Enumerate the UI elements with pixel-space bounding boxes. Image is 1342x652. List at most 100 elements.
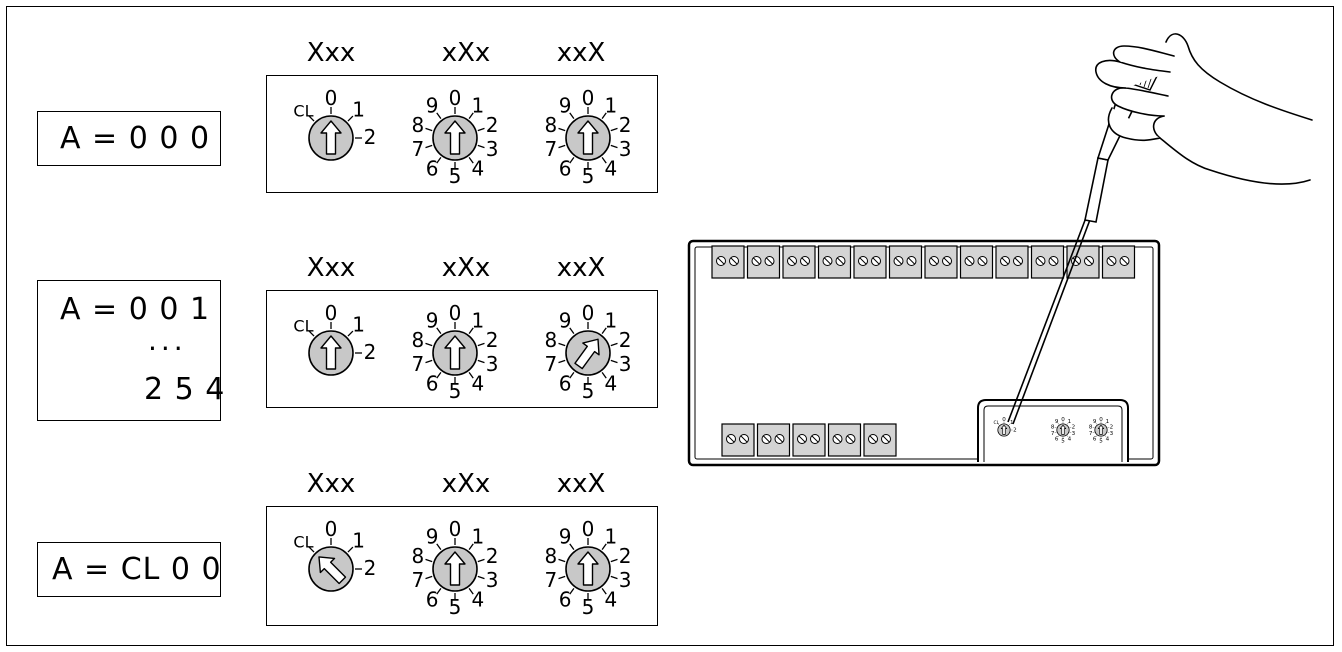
dial-tick [611, 128, 618, 130]
dial-label: 7 [545, 137, 558, 161]
dial-label: 7 [1051, 431, 1055, 437]
dial-label: 2 [364, 556, 377, 580]
dial-label: 5 [449, 164, 462, 188]
dial-tick [426, 128, 433, 130]
terminal-block [961, 246, 993, 278]
dial-tick [478, 343, 485, 345]
dial-label: 9 [1093, 419, 1097, 425]
digit-header-hundreds: Xxx [291, 40, 371, 66]
terminal-screw [907, 257, 916, 266]
dial-label: 9 [559, 308, 572, 332]
address-value: CL 0 0 [121, 552, 222, 587]
terminal-block [758, 424, 790, 456]
dial-label: 7 [545, 352, 558, 376]
dial-label: 0 [449, 517, 462, 541]
dial-label: 3 [1072, 431, 1076, 437]
dial-label: 4 [605, 588, 618, 612]
terminal-screw [943, 257, 952, 266]
terminal-screw [740, 435, 749, 444]
terminal-screw [1049, 257, 1058, 266]
address-prefix: A = [60, 121, 129, 156]
dial-label: 0 [582, 517, 595, 541]
terminal-block [1103, 246, 1135, 278]
switch-panel-1: CL012 0123456789 0123456789 [266, 75, 658, 193]
dial-tick [559, 576, 566, 578]
dial-label: 1 [472, 308, 485, 332]
dial-label: 8 [412, 328, 425, 352]
dial-label: 3 [619, 352, 632, 376]
digit-header-tens: xXx [426, 255, 506, 281]
dial-label: 1 [472, 524, 485, 548]
terminal-block [722, 424, 754, 456]
digit-header-tens: xXx [426, 40, 506, 66]
terminal-block [783, 246, 815, 278]
address-prefix: A = [60, 292, 129, 327]
terminal-block [829, 424, 861, 456]
dial-label: 0 [325, 301, 338, 325]
dial-label: 9 [426, 308, 439, 332]
dial-label: 6 [1093, 437, 1097, 443]
dial-tick [559, 128, 566, 130]
dial-label: 2 [486, 328, 499, 352]
terminal-block [1032, 246, 1064, 278]
terminal-screw [730, 257, 739, 266]
dial-label: 4 [472, 157, 485, 181]
dial-label: CL [293, 532, 313, 551]
dial-label: 7 [412, 352, 425, 376]
address-display-1: A = 0 0 0 [37, 111, 221, 166]
terminal-block [864, 424, 896, 456]
dial-label: 8 [545, 113, 558, 137]
dial-label: 0 [325, 86, 338, 110]
address-display-2: A = 0 0 1 ... 2 5 4 [37, 280, 221, 421]
dial-label: 0 [582, 86, 595, 110]
dial-label: 1 [605, 308, 618, 332]
dial-label: 6 [426, 157, 439, 181]
digit-header-tens: xXx [426, 471, 506, 497]
terminal-screw [801, 257, 810, 266]
dial-tick [611, 145, 618, 147]
terminal-screw [788, 257, 797, 266]
terminal-screw [869, 435, 878, 444]
terminal-screw [836, 257, 845, 266]
bottom-terminal-strip [722, 424, 896, 456]
dial-label: 2 [486, 113, 499, 137]
terminal-screw [717, 257, 726, 266]
dial-label: 5 [582, 379, 595, 403]
dial-tick [478, 128, 485, 130]
dial-label: 5 [582, 595, 595, 619]
dial-label: 3 [619, 568, 632, 592]
dial-label: 8 [412, 544, 425, 568]
dial-label: 1 [352, 528, 365, 552]
dial-label: 4 [605, 157, 618, 181]
dial-tick [559, 343, 566, 345]
dial-label: 2 [1072, 424, 1076, 430]
dial-tick [478, 360, 485, 362]
terminal-block [925, 246, 957, 278]
dial-label: CL [293, 101, 313, 120]
terminal-block [996, 246, 1028, 278]
dial-label: 4 [472, 372, 485, 396]
dial-label: 8 [1089, 424, 1093, 430]
address-value: 0 0 1 [129, 292, 210, 327]
dial-label: 8 [1051, 424, 1055, 430]
dial-tick [426, 559, 433, 561]
dial-tick [559, 145, 566, 147]
dial-tick [559, 559, 566, 561]
dial-label: 5 [1099, 439, 1103, 445]
dial-label: 7 [412, 568, 425, 592]
dial-label: 0 [449, 301, 462, 325]
address-prefix: A = [52, 552, 121, 587]
hand [1096, 34, 1312, 184]
terminal-screw [823, 257, 832, 266]
dial-label: 9 [426, 524, 439, 548]
